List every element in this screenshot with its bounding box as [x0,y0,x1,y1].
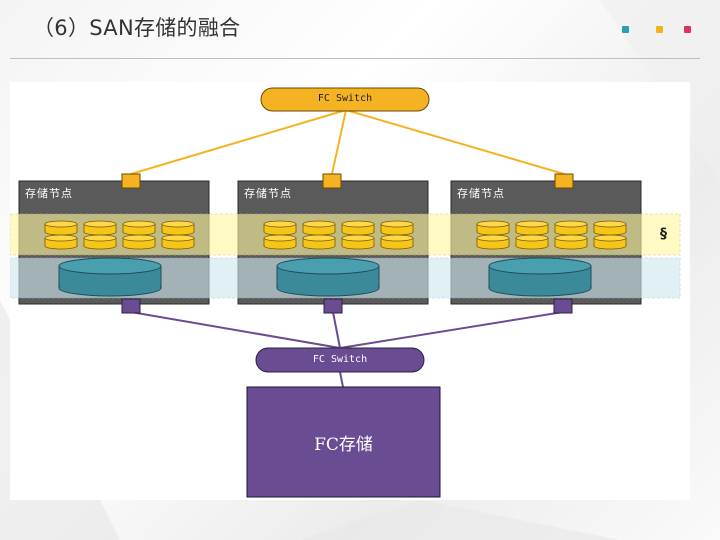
diagram-canvas [10,82,690,500]
title-divider [10,58,700,59]
cache-disk [302,220,336,236]
node-3-top-port [554,173,574,189]
bottom-fc-switch [255,347,425,373]
bottom-link-2 [332,311,341,349]
slide-title: （6）SAN存储的融合 [33,16,241,40]
cache-disk [380,220,414,236]
bottom-link-1 [130,311,341,349]
node-1-bottom-port [121,298,141,314]
cache-disk [341,220,375,236]
cache-disk [122,220,156,236]
fc-storage-label: FC存储 [314,435,373,455]
cache-disk [302,234,336,250]
cache-disk [476,234,510,250]
pink-accent-dot [684,26,691,33]
cache-disk [44,220,78,236]
cache-disk [263,220,297,236]
cache-disk [83,234,117,250]
pool-volume-3 [488,257,592,297]
cache-disk [554,220,588,236]
top-link-1 [130,109,347,175]
pool-volume-1 [58,257,162,297]
cache-disk [122,234,156,250]
node-3-bottom-port [553,298,573,314]
cache-disk [263,234,297,250]
cache-disk [161,234,195,250]
cache-disk [593,234,627,250]
top-fc-switch [260,87,430,112]
storage-node-3-label: 存储节点 [457,187,505,200]
node-1-top-port [121,173,141,189]
link-icon: § [660,226,667,242]
bottom-link-3 [339,311,564,349]
cache-disk [593,220,627,236]
storage-node-2-label: 存储节点 [244,187,292,200]
node-2-bottom-port [323,298,343,314]
top-fc-switch-label: FC Switch [317,93,373,104]
cache-disk [515,220,549,236]
cache-disk [476,220,510,236]
node-2-top-port [322,173,342,189]
yellow-accent-dot [656,26,663,33]
pool-volume-2 [276,257,380,297]
fc-storage-box [246,386,441,498]
cache-disks [44,220,627,250]
cache-disk [44,234,78,250]
storage-node-1-label: 存储节点 [25,187,73,200]
cache-disk [554,234,588,250]
cache-disk [515,234,549,250]
san-fusion-diagram: FC Switch FC Switch 存储节点 存储节点 存储节点 FC存储 … [10,82,690,500]
cache-disk [380,234,414,250]
cache-disk [83,220,117,236]
cache-disk [161,220,195,236]
cache-disk [341,234,375,250]
bottom-fc-switch-label: FC Switch [312,354,368,365]
storage-link [339,371,344,388]
teal-accent-dot [622,26,629,33]
top-link-2 [331,109,347,175]
top-link-3 [345,109,565,175]
